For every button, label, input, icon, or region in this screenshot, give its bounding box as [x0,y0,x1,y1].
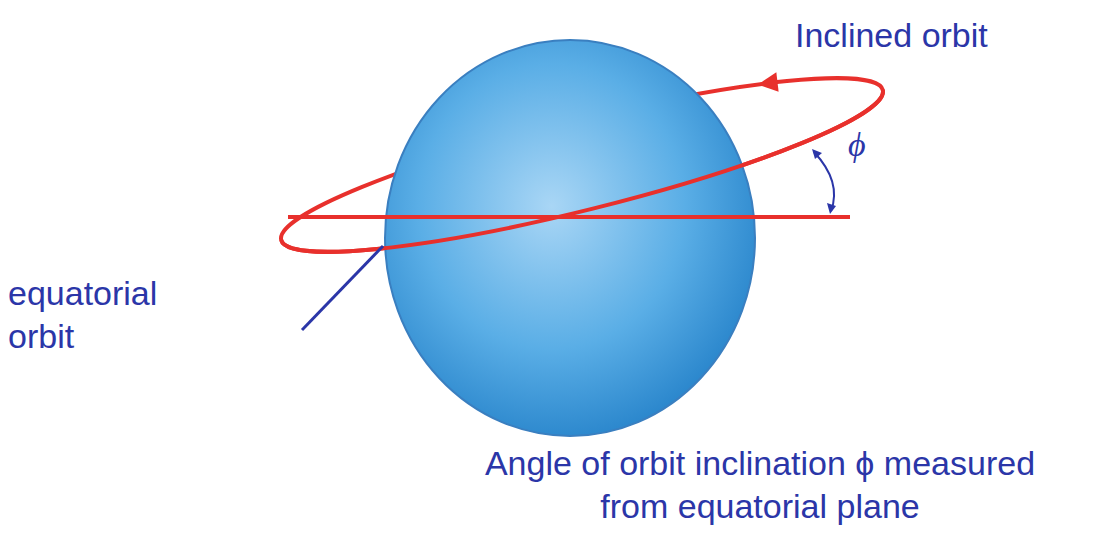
equatorial-orbit-line [288,215,850,219]
orbit-label: equatorial orbit [8,272,198,357]
angle-arrowhead [812,149,822,159]
angle-arrowhead [827,203,836,214]
caption: Angle of orbit inclination ϕ measured fr… [470,442,1050,527]
angle-arc [814,152,834,211]
leader-line [302,246,383,330]
planet-globe [385,40,755,436]
orbit-label: Inclined orbit [795,14,1095,57]
angle-symbol: ϕ [848,124,888,167]
